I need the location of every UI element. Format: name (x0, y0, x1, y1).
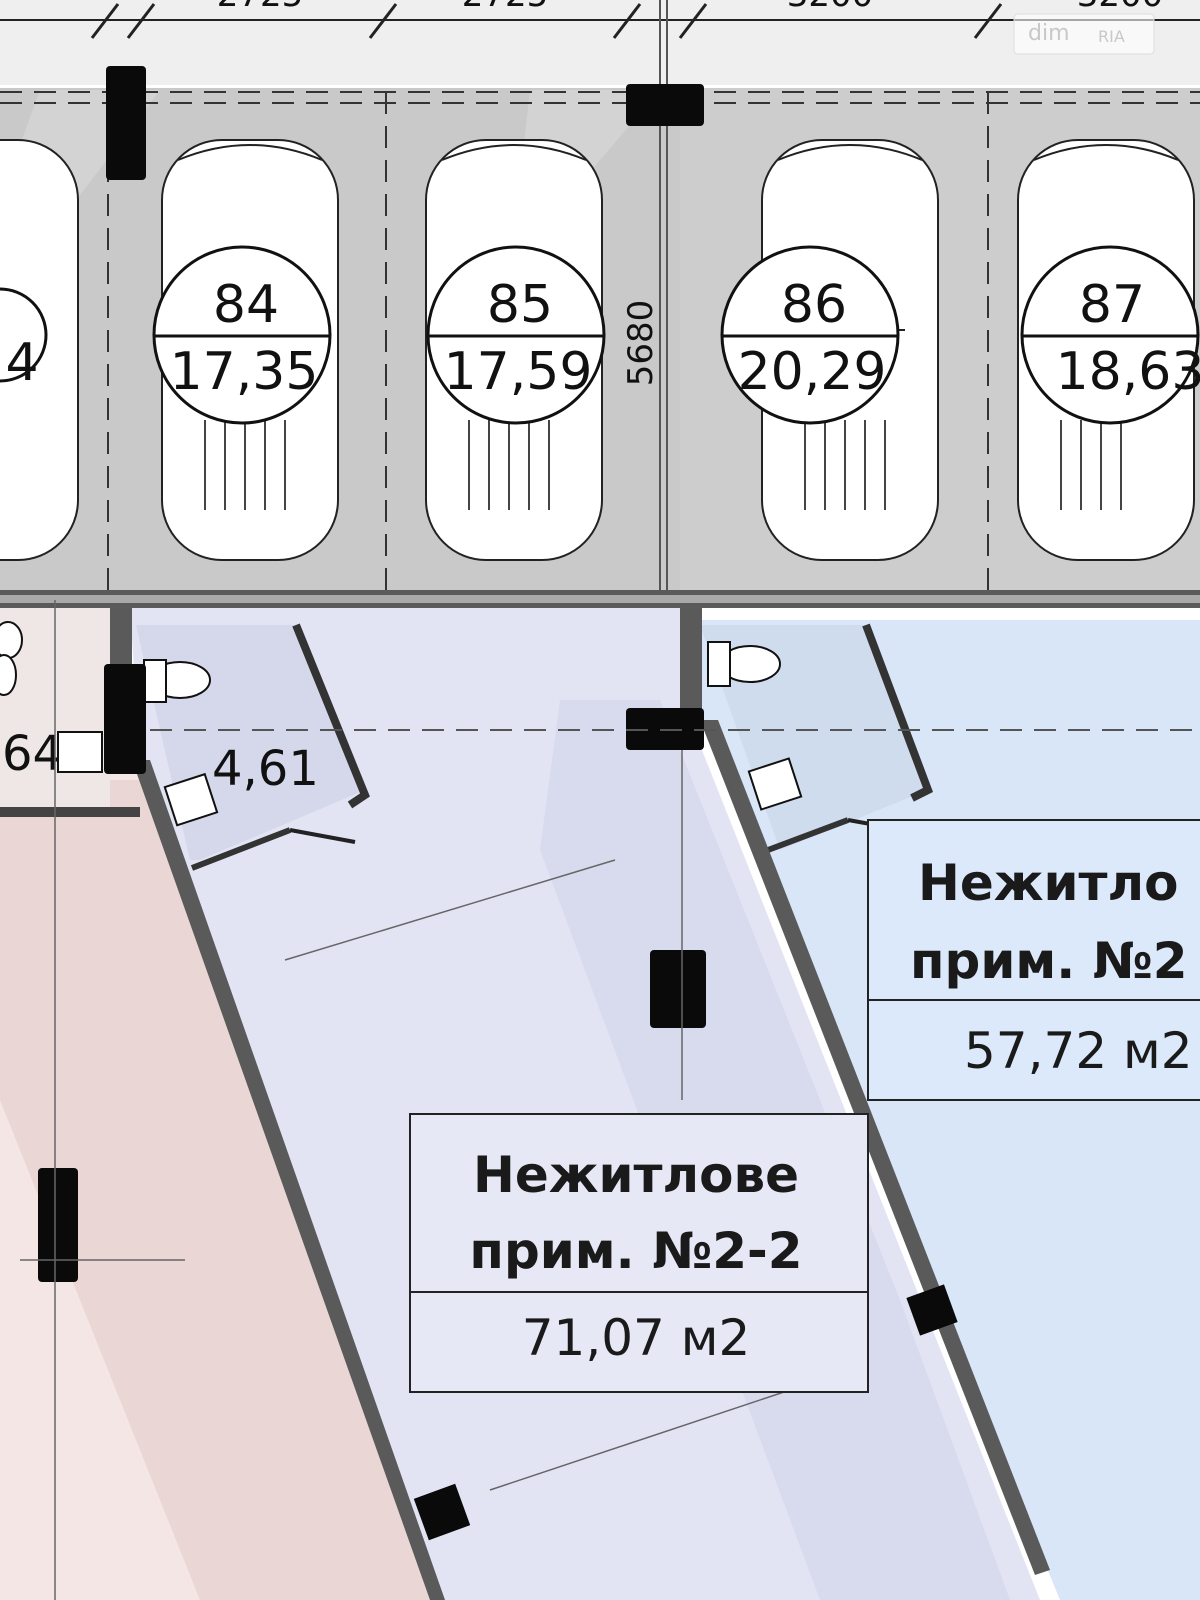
column (106, 66, 146, 180)
parking-spot-marker[interactable]: 86 20,29 (720, 245, 900, 425)
watermark-logo: dim RIA (1013, 13, 1155, 55)
parking-spot-area: 17,35 (170, 342, 319, 402)
room-2-2-title-line2: прим. №2-2 (469, 1222, 802, 1280)
parking-wall-inner (0, 595, 1200, 603)
top-dimension-strip (0, 0, 1200, 85)
watermark-logo-text: RIA (1098, 27, 1125, 46)
left-room-shade (0, 780, 430, 1600)
parking-spot-number: 86 (781, 275, 847, 335)
wc-wall (862, 623, 934, 802)
column (413, 1483, 471, 1541)
toilet-icon (0, 654, 17, 696)
parking-spot-marker[interactable]: 87 18,63 (1020, 245, 1200, 425)
toilet-icon (0, 621, 23, 659)
dimension-label-vertical: 5680 (621, 300, 661, 387)
parking-spot-marker[interactable]: 4 (0, 287, 48, 393)
dimension-label-top: 3200 (1077, 0, 1164, 15)
column (626, 84, 704, 126)
dimension-ticks (90, 3, 1003, 39)
sink-icon (747, 757, 803, 811)
room-right-label: Нежитло прим. №2 57,72 м2 (867, 819, 1200, 1101)
sink-icon (57, 731, 103, 773)
parking-spot-area: 4 (5, 333, 38, 393)
toilet-tank-icon (707, 641, 731, 687)
parking-spot-area: 18,63 (1056, 342, 1200, 402)
wc-wall (766, 817, 850, 853)
parking-spot-area: 17,59 (444, 342, 593, 402)
partition-wall (132, 760, 445, 1600)
room-2-2-area: 71,07 м2 (522, 1309, 751, 1367)
room-2-2-title-line1: Нежитлове (473, 1146, 799, 1204)
parking-spot-marker[interactable]: 84 17,35 (152, 245, 332, 425)
column (906, 1284, 958, 1336)
dimension-label-top: 2725 (217, 0, 304, 15)
parking-spot-marker[interactable]: 85 17,59 (426, 245, 606, 425)
parking-spot-number: 87 (1079, 275, 1145, 335)
partition-wall (680, 608, 702, 718)
column (650, 950, 706, 1028)
partition-wall (700, 720, 1050, 1575)
wc-wall (292, 623, 370, 809)
parking-spot-area: 20,29 (738, 342, 887, 402)
column (38, 1168, 78, 1282)
room-right-area: 57,72 м2 (964, 1022, 1193, 1080)
toilet-tank-icon (143, 659, 167, 703)
grid-lines (20, 600, 821, 1600)
parking-spot-number: 85 (487, 275, 553, 335)
wc-wall (190, 827, 292, 871)
door-swing (289, 828, 356, 844)
dimension-label-top: 3200 (787, 0, 874, 15)
dimension-label-top: 2725 (462, 0, 549, 15)
room-2-2-wc-area: 4,61 (212, 741, 319, 797)
room-right-title-line1: Нежитло (918, 854, 1179, 912)
parking-dashed-lines (0, 91, 1200, 590)
room-2-2-label: Нежитлове прим. №2-2 71,07 м2 (409, 1113, 869, 1393)
room-right-title-line2: прим. №2 (910, 932, 1188, 990)
watermark-text: dim (1028, 21, 1070, 46)
left-wc-area: 64 (2, 726, 63, 782)
parking-spot-number: 84 (213, 275, 279, 335)
sink-icon (163, 772, 219, 827)
column (104, 664, 146, 774)
